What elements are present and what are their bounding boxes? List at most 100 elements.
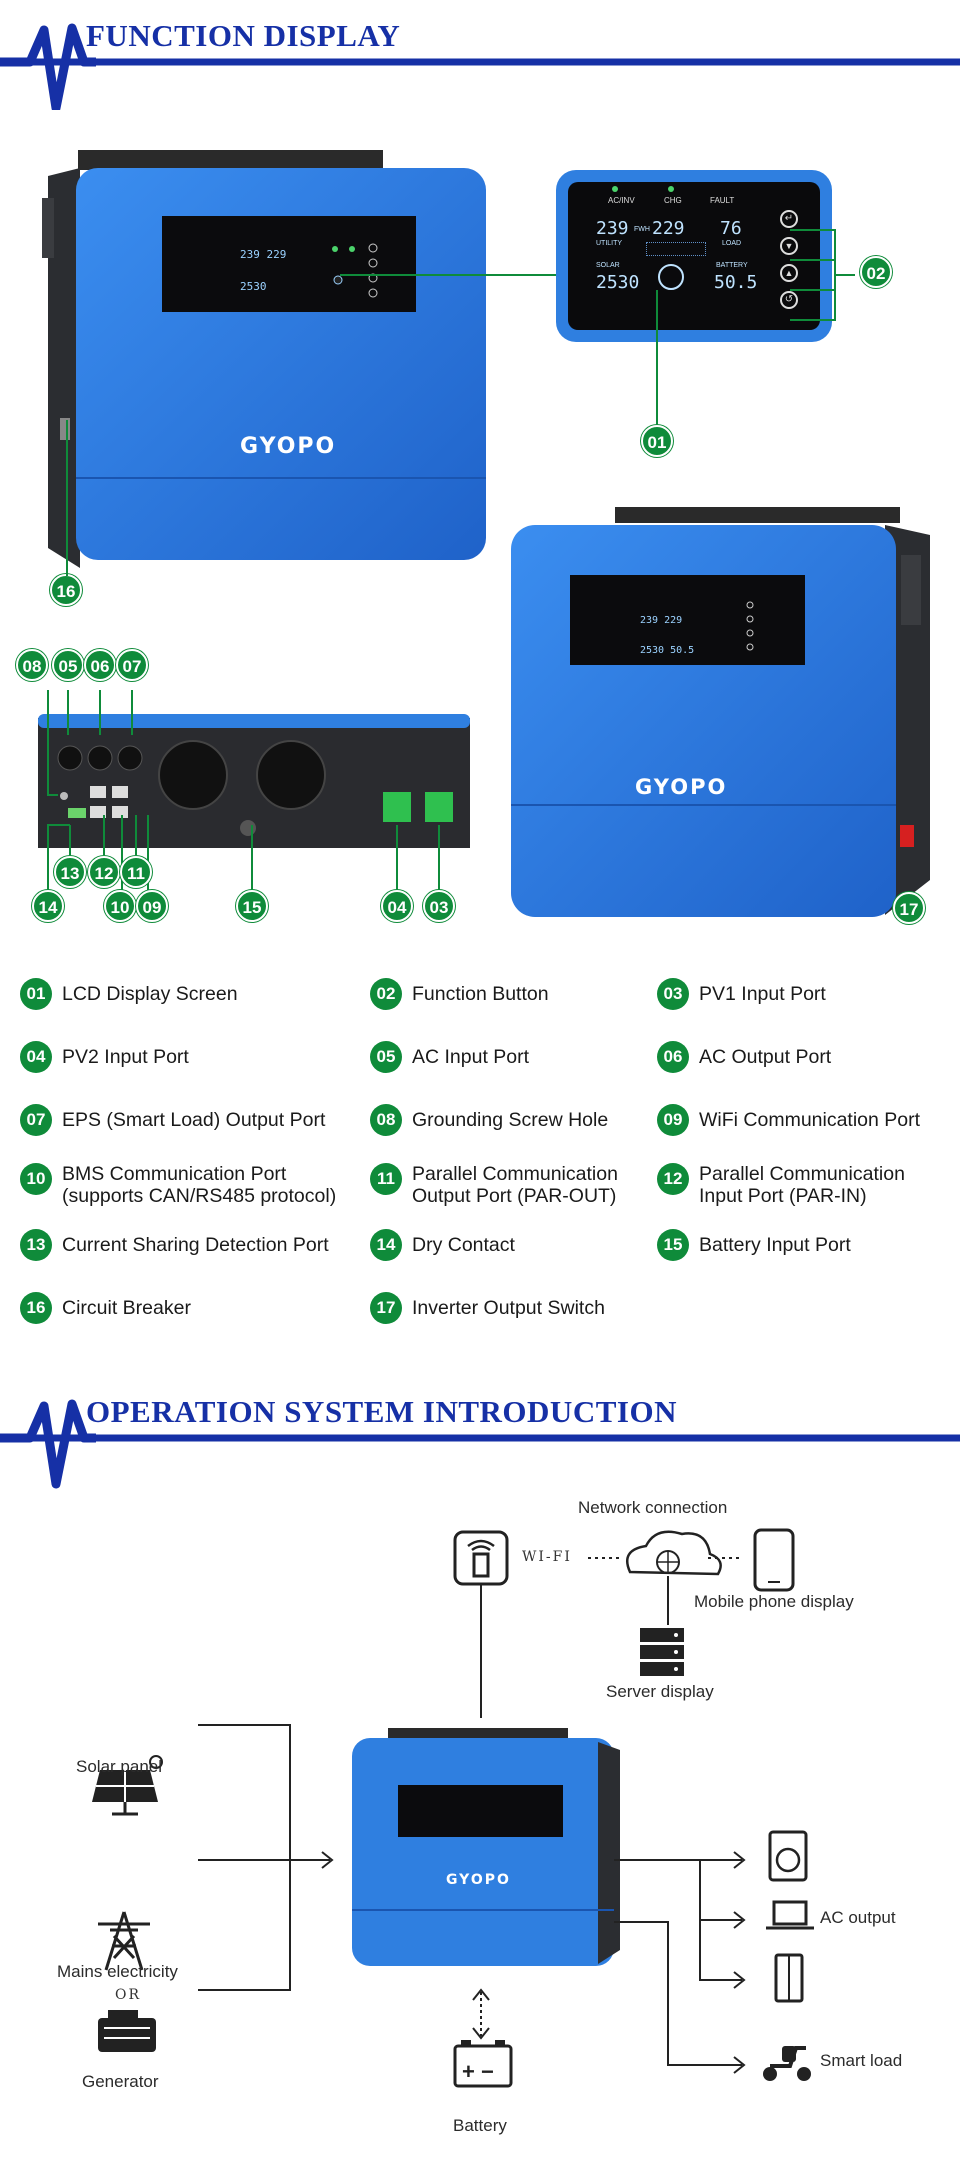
legend-item: 12 Parallel Communication Input Port (PAR… [657,1163,905,1207]
legend-badge: 14 [370,1229,402,1261]
legend-item: 03 PV1 Input Port [657,978,826,1010]
callout-04: 04 [381,890,413,922]
callout-15: 15 [236,890,268,922]
cloud-network-icon [626,1530,722,1576]
legend-label: Grounding Screw Hole [412,1109,609,1131]
lcd-pv-value: 229 [652,218,685,239]
legend-item: 11 Parallel Communication Output Port (PA… [370,1163,618,1207]
legend-item: 07 EPS (Smart Load) Output Port [20,1104,325,1136]
server-label: Server display [606,1682,714,1701]
section-title-operation: OPERATION SYSTEM INTRODUCTION [86,1394,677,1429]
section-header-operation: OPERATION SYSTEM INTRODUCTION [0,1390,960,1500]
lcd-indicator-chg: CHG [664,196,682,205]
lcd-load-value: 76 [720,218,742,239]
legend-label: WiFi Communication Port [699,1109,921,1131]
legend-label: BMS Communication Port (supports CAN/RS4… [62,1163,337,1207]
legend-label: AC Input Port [412,1046,530,1068]
inverter-bottom-image [38,714,470,848]
lcd-utility-value: 239 [596,218,629,239]
callout-06: 06 [84,649,116,681]
legend-label: Function Button [412,983,549,1005]
leader-01 [656,290,658,425]
or-label: OR [115,1987,142,2003]
legend-label: Circuit Breaker [62,1297,191,1319]
legend-badge: 01 [20,978,52,1010]
status-led [612,186,618,192]
legend-label: LCD Display Screen [62,983,238,1005]
lcd-load-label: LOAD [722,240,742,247]
legend-badge: 07 [20,1104,52,1136]
legend-item: 10 BMS Communication Port (supports CAN/R… [20,1163,336,1207]
svg-text:2530 50.5: 2530 50.5 [640,645,694,656]
lcd-battery-value: 50.5 [714,272,758,293]
solar-panel-icon [92,1755,163,1816]
callout-11: 11 [120,856,152,888]
down-button[interactable]: ▼ [780,237,798,255]
legend-label: PV1 Input Port [699,983,826,1005]
leader-16 [66,420,68,576]
lcd-center-ring [658,264,684,290]
lcd-solar-value: 2530 [596,272,640,293]
lcd-screen: AC/INV CHG FAULT 239 FWH 229 76 UTILITY … [568,182,820,330]
solar-label: Solar panel [76,1757,163,1776]
legend-badge: 16 [20,1292,52,1324]
callout-08: 08 [16,649,48,681]
section-title-function: FUNCTION DISPLAY [86,18,401,53]
gyopo-logo-icon: GYOPO [240,434,336,459]
legend-badge: 12 [657,1163,689,1195]
legend-badge: 11 [370,1163,402,1195]
up-button[interactable]: ▲ [780,264,798,282]
lcd-zoom-panel: AC/INV CHG FAULT 239 FWH 229 76 UTILITY … [556,170,832,342]
mains-label: Mains electricity [57,1962,178,1981]
section-header-function: FUNCTION DISPLAY [0,0,960,110]
smart-load-scooter-icon [763,2046,811,2081]
svg-text:239 229: 239 229 [240,248,286,261]
legend-badge: 08 [370,1104,402,1136]
power-tower-icon [98,1911,150,1971]
legend-label: Parallel Communication Input Port (PAR-I… [699,1163,905,1207]
operation-diagram: GYOPO [92,1528,814,2088]
legend-badge: 13 [20,1229,52,1261]
bracket-02 [790,229,855,321]
callout-02: 02 [860,256,892,288]
status-led [668,186,674,192]
legend-badge: 15 [657,1229,689,1261]
legend-badge: 10 [20,1163,52,1195]
wifi-router-icon [453,1530,509,1586]
output-switch-icon [900,825,914,847]
callout-09: 09 [136,890,168,922]
lcd-utility-label: UTILITY [596,240,623,247]
legend-badge: 03 [657,978,689,1010]
lcd-solar-label: SOLAR [596,262,620,269]
battery-label: Battery [453,2116,507,2135]
legend-badge: 04 [20,1041,52,1073]
callout-12: 12 [88,856,120,888]
svg-text:GYOPO: GYOPO [446,1872,511,1888]
mobile-label: Mobile phone display [694,1592,854,1611]
inverter-front-image: 239 229 2530 GYOPO [42,150,486,568]
legend-label: Parallel Communication Output Port (PAR-… [412,1163,618,1207]
callout-14: 14 [32,890,64,922]
legend-badge: 06 [657,1041,689,1073]
enter-button[interactable]: ↵ [780,210,798,228]
legend-badge: 05 [370,1041,402,1073]
callout-10: 10 [104,890,136,922]
mobile-phone-icon [753,1528,795,1592]
callout-07: 07 [116,649,148,681]
lcd-indicator-fault: FAULT [710,196,735,205]
callout-05: 05 [52,649,84,681]
laptop-icon [766,1900,814,1930]
legend-item: 16 Circuit Breaker [20,1292,191,1324]
smart-load-label: Smart load [820,2051,903,2070]
legend-badge: 09 [657,1104,689,1136]
back-button[interactable]: ↺ [780,291,798,309]
legend-label: EPS (Smart Load) Output Port [62,1109,326,1131]
generator-icon [98,2010,156,2052]
svg-text:239 229: 239 229 [640,615,682,626]
